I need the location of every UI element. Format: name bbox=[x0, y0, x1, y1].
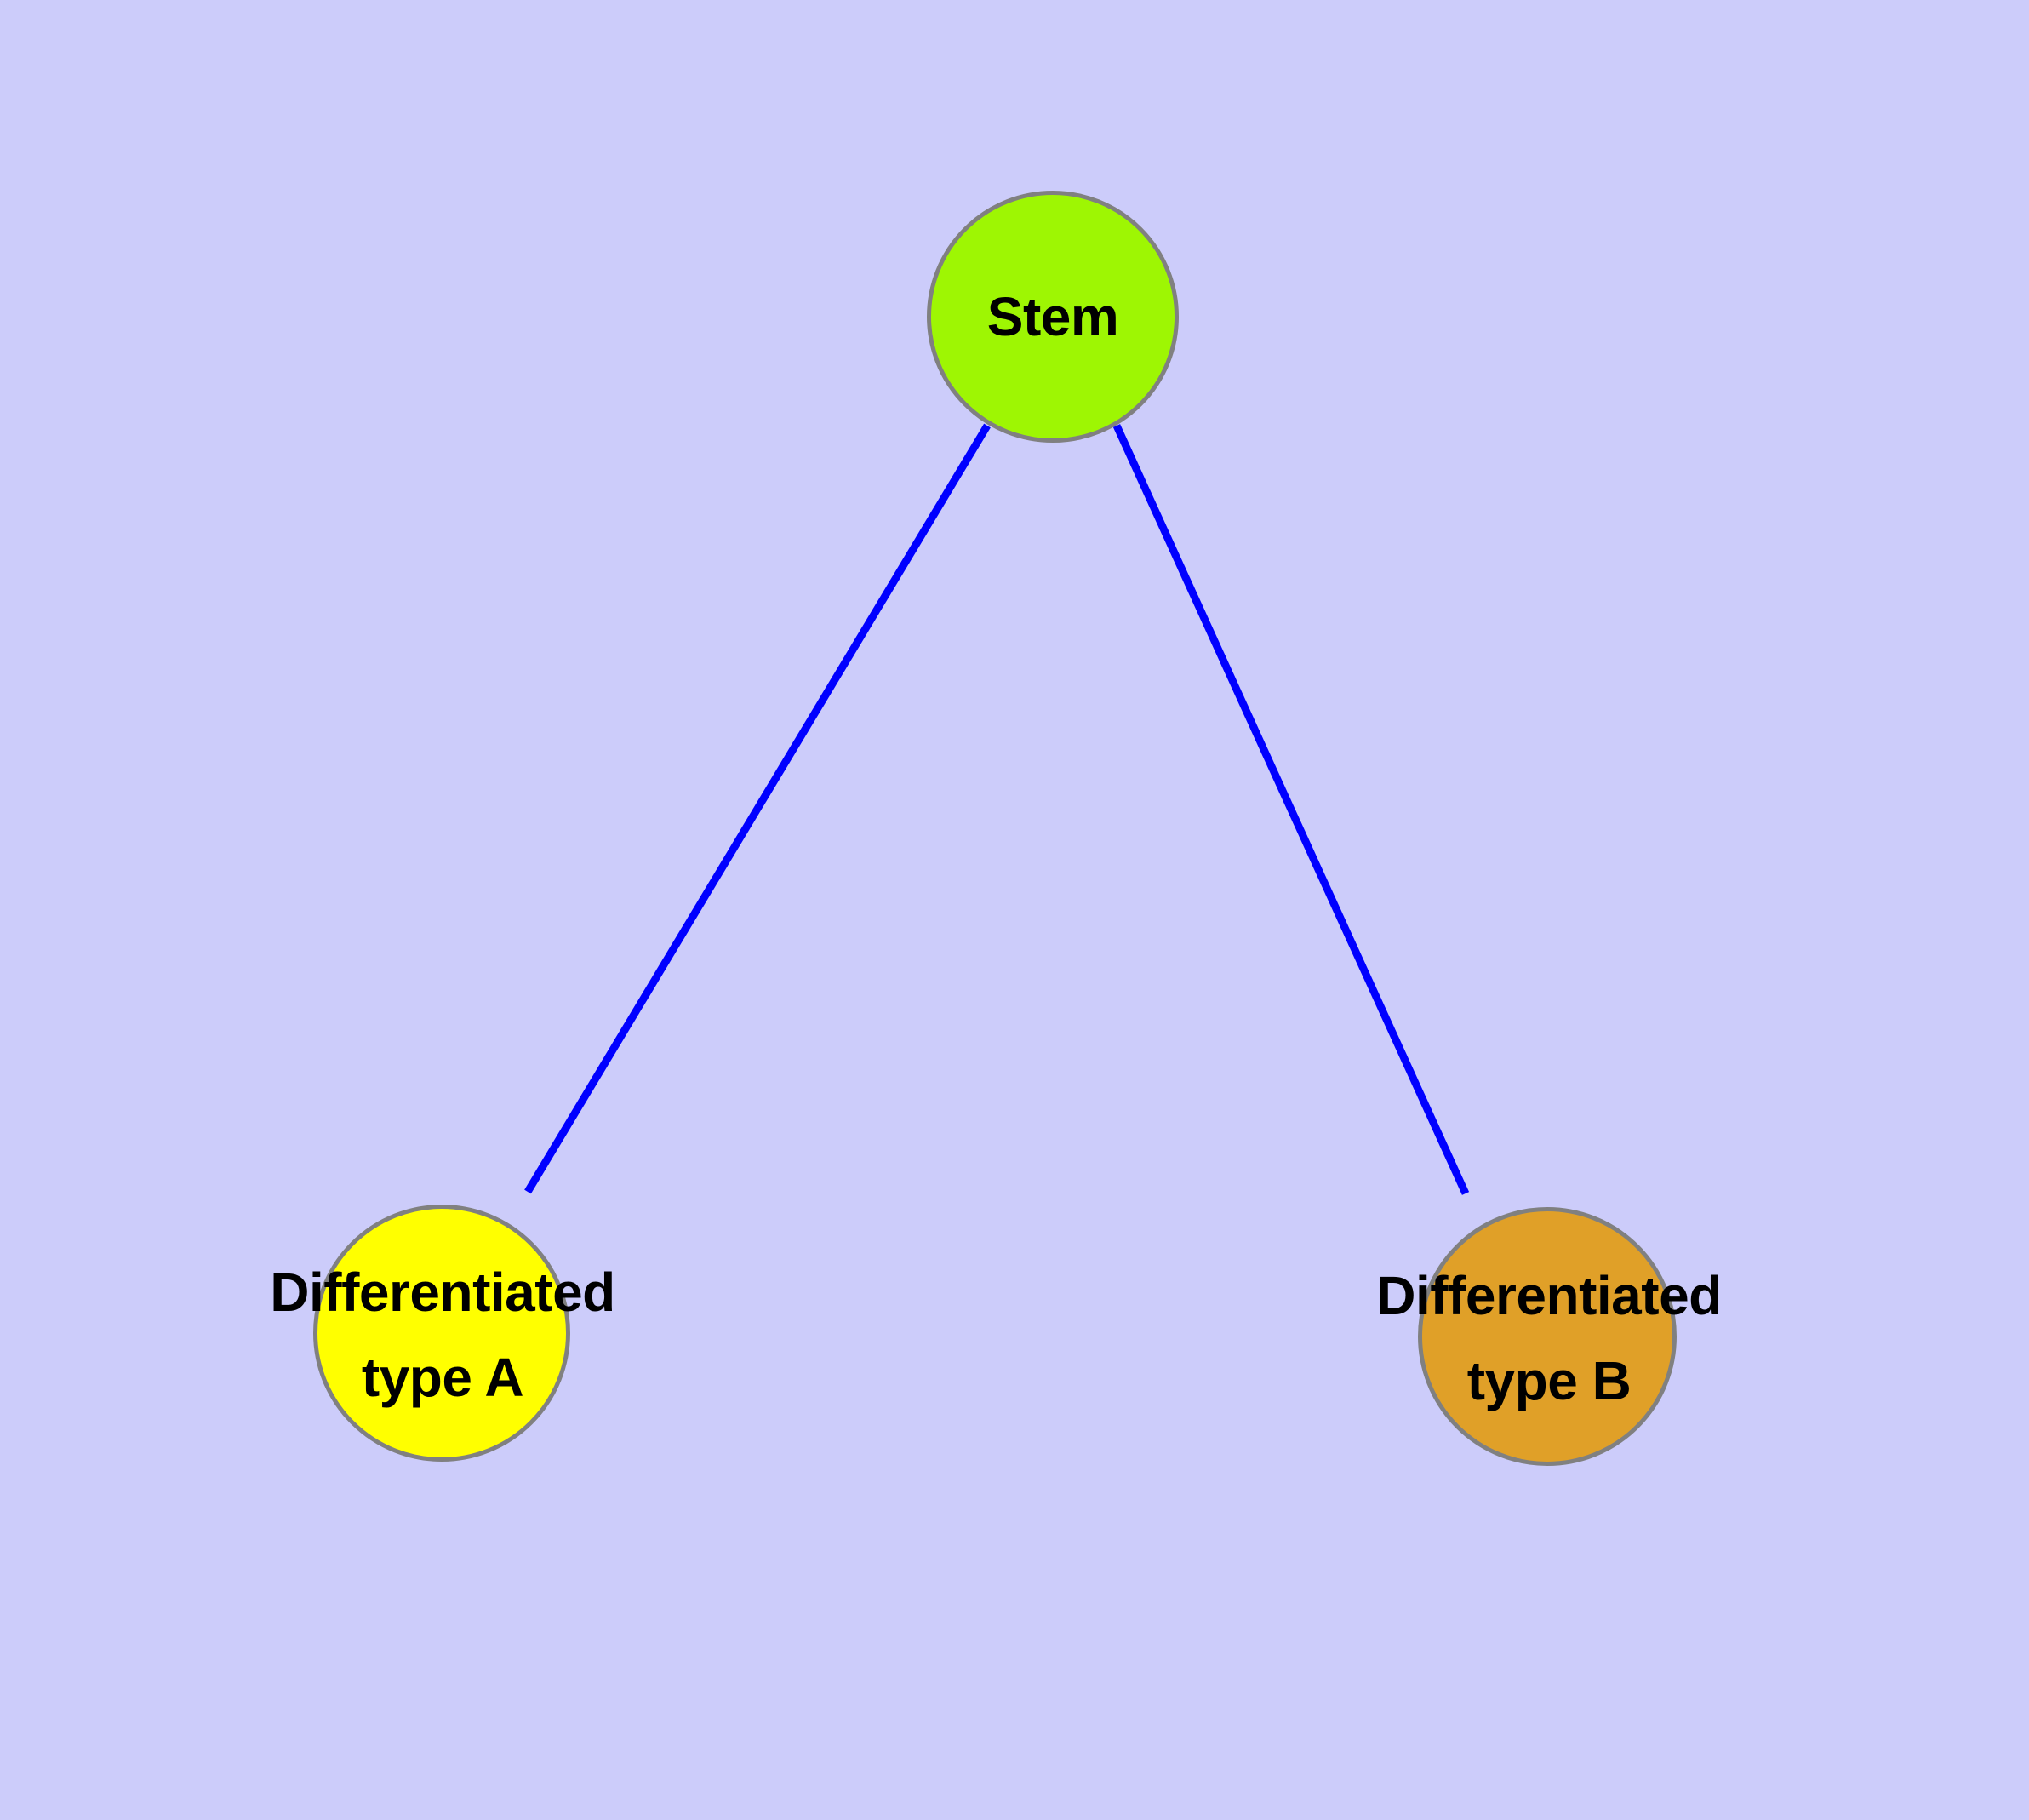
node-differentiated-type-a[interactable] bbox=[313, 1205, 570, 1462]
node-label-stem: Stem bbox=[986, 286, 1119, 347]
edge-stem-to-differentiated-type-b bbox=[1112, 424, 1470, 1195]
node-label-differentiated-type-b: Differentiated type B bbox=[1376, 1265, 1722, 1411]
edge-stem-to-differentiated-type-a bbox=[524, 423, 991, 1194]
node-label-differentiated-type-a: Differentiated type A bbox=[270, 1262, 615, 1408]
node-stem[interactable] bbox=[927, 191, 1179, 443]
node-differentiated-type-b[interactable] bbox=[1418, 1207, 1677, 1466]
